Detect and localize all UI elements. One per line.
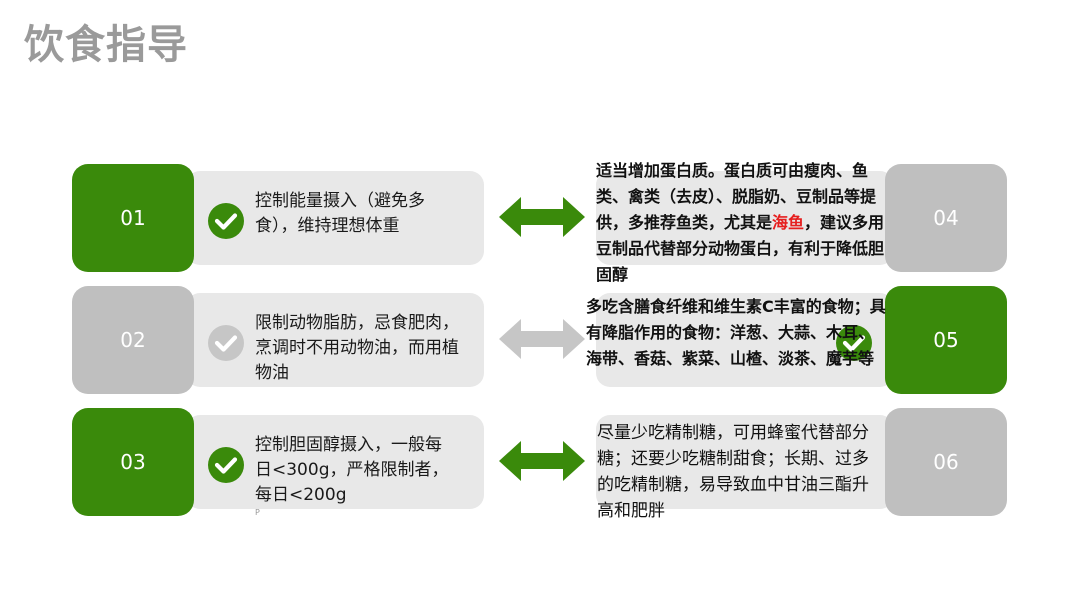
double-arrow-icon bbox=[499, 197, 585, 237]
check-icon bbox=[208, 447, 244, 483]
double-arrow-icon bbox=[499, 319, 585, 359]
check-icon bbox=[836, 325, 872, 361]
item-02-text: 限制动物脂肪，忌食肥肉，烹调时不用动物油，而用植物油 bbox=[255, 313, 459, 383]
item-06-text: 尽量少吃精制糖，可用蜂蜜代替部分糖；还要少吃糖制甜食；长期、过多的吃精制糖，易导… bbox=[597, 423, 869, 521]
check-icon bbox=[208, 325, 244, 361]
check-icon bbox=[208, 203, 244, 239]
footnote-mark: P bbox=[255, 508, 260, 517]
double-arrow-icon bbox=[499, 441, 585, 481]
item-06-number: 06 bbox=[885, 408, 1007, 516]
page-title: 饮食指导 bbox=[24, 22, 188, 68]
item-05-text: 多吃含膳食纤维和维生素C丰富的食物；具有降脂作用的食物：洋葱、大蒜、木耳、海带、… bbox=[586, 297, 886, 368]
item-04-text-part1: 适当增加蛋白质。蛋白质可由瘦肉、鱼类、禽类（去皮）、脱脂奶、豆制品等提供，多推荐… bbox=[596, 161, 877, 232]
item-05-number: 05 bbox=[885, 286, 1007, 394]
item-02-number: 02 bbox=[72, 286, 194, 394]
item-04-text-part2: ，建议多用豆制品代替部分动物蛋白，有利于降低胆固醇 bbox=[596, 213, 885, 284]
item-03-text: 控制胆固醇摄入，一般每日<300g，严格限制者，每日<200g bbox=[255, 435, 449, 505]
item-03-number: 03 bbox=[72, 408, 194, 516]
item-04-highlight: 海鱼 bbox=[772, 213, 805, 232]
item-04-number: 04 bbox=[885, 164, 1007, 272]
item-04-card bbox=[596, 171, 894, 265]
item-04-text: 适当增加蛋白质。蛋白质可由瘦肉、鱼类、禽类（去皮）、脱脂奶、豆制品等提供，多推荐… bbox=[596, 158, 886, 288]
item-06-card bbox=[596, 415, 894, 509]
item-01-number: 01 bbox=[72, 164, 194, 272]
item-01-text: 控制能量摄入（避免多食），维持理想体重 bbox=[255, 191, 425, 236]
